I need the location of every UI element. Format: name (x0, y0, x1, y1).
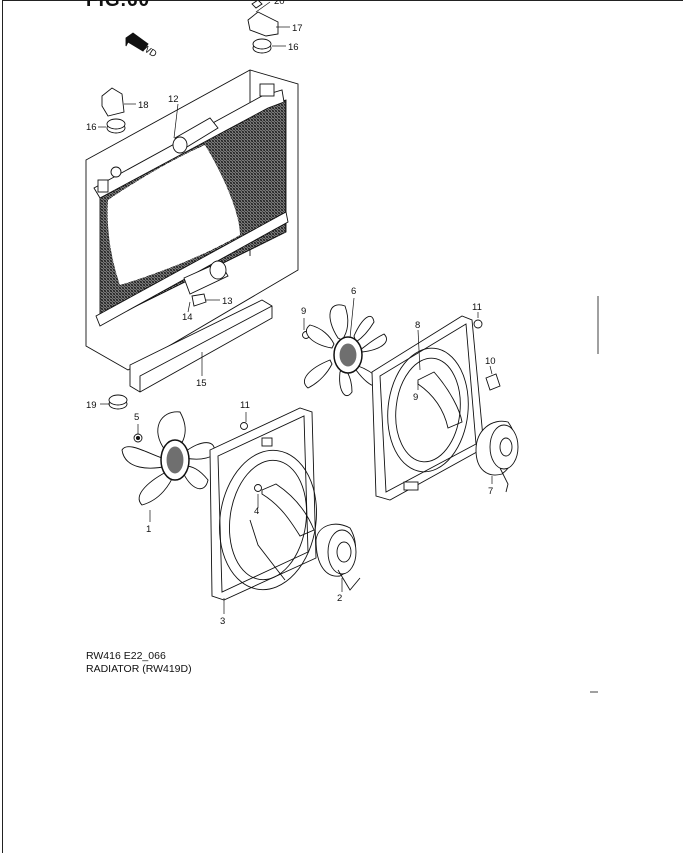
callout-1: 1 (146, 524, 151, 535)
part-8-shroud (371, 315, 485, 501)
callout-4: 4 (254, 506, 259, 517)
leader-lines (98, 1, 493, 614)
upper-mounting-parts (101, 0, 279, 410)
callout-11a: 11 (240, 400, 250, 411)
callout-16b: 16 (86, 122, 97, 133)
callout-20: 20 (274, 0, 285, 7)
caption-diagram-name: RADIATOR (RW419D) (86, 663, 192, 675)
callout-15: 15 (196, 378, 207, 389)
left-border (2, 0, 3, 853)
fwd-arrow: FWD (125, 32, 159, 60)
part-3-shroud (209, 407, 317, 601)
radiator-assembly (85, 69, 299, 371)
callout-3: 3 (220, 616, 225, 627)
fwd-label: FWD (134, 39, 158, 60)
part-2-motor (315, 523, 361, 591)
callout-9b: 9 (413, 392, 418, 403)
callout-10: 10 (485, 356, 496, 367)
callout-19: 19 (86, 400, 97, 411)
callout-labels: 20 17 16 18 12 16 13 14 15 19 5 11 4 1 3… (86, 0, 496, 627)
part-5-nut (133, 433, 143, 443)
callout-2: 2 (337, 593, 342, 604)
callout-12: 12 (168, 94, 179, 105)
callout-13: 13 (222, 296, 233, 307)
figure-title: FIG.60 (86, 0, 151, 11)
part-7-motor (475, 420, 519, 493)
caption-diagram-code: RW416 E22_066 (86, 650, 166, 662)
top-border (2, 0, 683, 1)
callout-18: 18 (138, 100, 149, 111)
part-1-fan (121, 411, 215, 506)
callout-16a: 16 (288, 42, 299, 53)
callout-11b: 11 (472, 302, 482, 313)
callout-7: 7 (488, 486, 493, 497)
callout-14: 14 (182, 312, 193, 323)
part-15-seal (129, 299, 273, 393)
callout-8: 8 (415, 320, 420, 331)
callout-6: 6 (351, 286, 356, 297)
callout-9a: 9 (301, 306, 306, 317)
callout-5: 5 (134, 412, 139, 423)
callout-17: 17 (292, 23, 303, 34)
